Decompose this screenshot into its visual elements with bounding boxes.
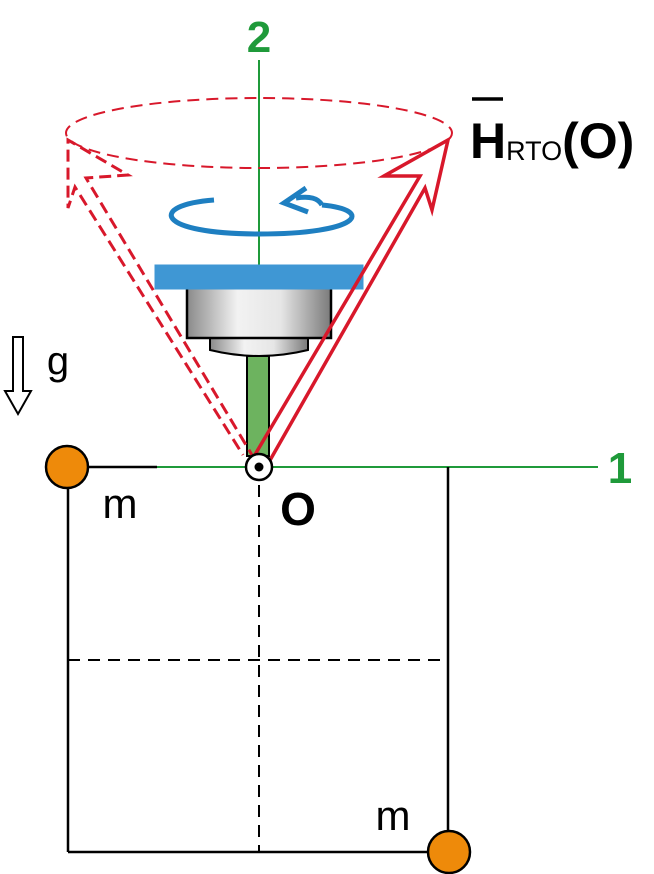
- mass-top-left: [44, 444, 90, 490]
- angular-momentum-vector: [251, 136, 451, 463]
- angular-momentum-label: HRTO(O): [470, 113, 634, 169]
- frame-dashed-lines: [68, 485, 448, 852]
- rotor-shaft: [246, 355, 270, 457]
- rotor-top-plate: [154, 264, 364, 290]
- angular-momentum-argument: (O): [562, 113, 634, 169]
- gravity-label: g: [47, 339, 69, 383]
- angular-momentum-vector-dashed: [66, 137, 257, 461]
- rotor-cylinder: [185, 284, 333, 340]
- cone-rim-ellipse: [65, 97, 453, 169]
- frame: [66, 465, 450, 854]
- mass-bottom-right-label: m: [376, 792, 411, 839]
- mass-bottom-right: [426, 829, 472, 874]
- angular-momentum-subscript: RTO: [506, 136, 562, 166]
- axis-1-label: 1: [608, 444, 632, 493]
- mass-top-left-label: m: [103, 480, 138, 527]
- angular-momentum-symbol: H: [470, 113, 506, 169]
- spin-arrow: [168, 185, 355, 237]
- origin-dot: [254, 462, 264, 472]
- gravity-arrow-icon: [3, 336, 33, 417]
- origin-label: O: [280, 483, 316, 535]
- axis-2-label: 2: [247, 13, 271, 62]
